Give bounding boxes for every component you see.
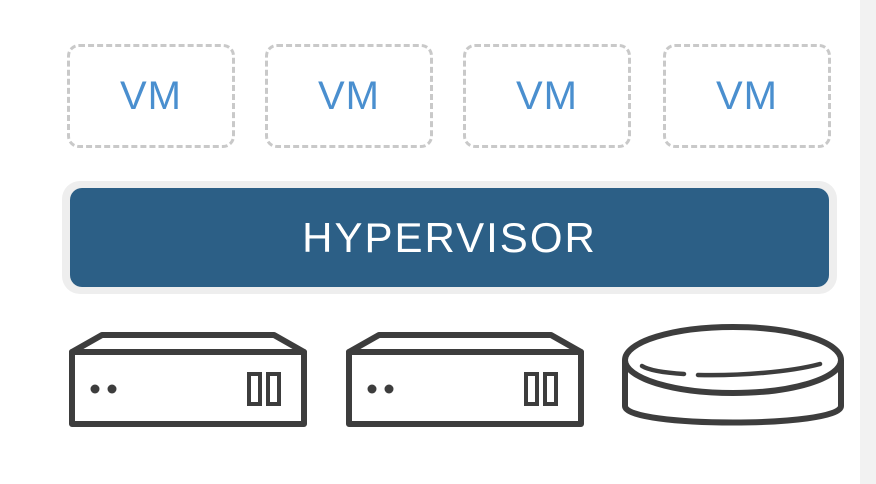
disk-storage-icon	[622, 324, 844, 426]
server-icon	[69, 332, 307, 427]
vm-box-1: VM	[67, 44, 235, 148]
vm-label: VM	[120, 73, 182, 118]
vm-box-3: VM	[463, 44, 631, 148]
server-icon	[346, 332, 584, 427]
vm-label: VM	[318, 73, 380, 118]
vm-label: VM	[716, 73, 778, 118]
edge-strip	[860, 0, 876, 484]
hypervisor-label: HYPERVISOR	[302, 213, 597, 261]
hypervisor-bar: HYPERVISOR	[70, 188, 829, 287]
vm-box-2: VM	[265, 44, 433, 148]
vm-box-4: VM	[663, 44, 831, 148]
vm-label: VM	[516, 73, 578, 118]
